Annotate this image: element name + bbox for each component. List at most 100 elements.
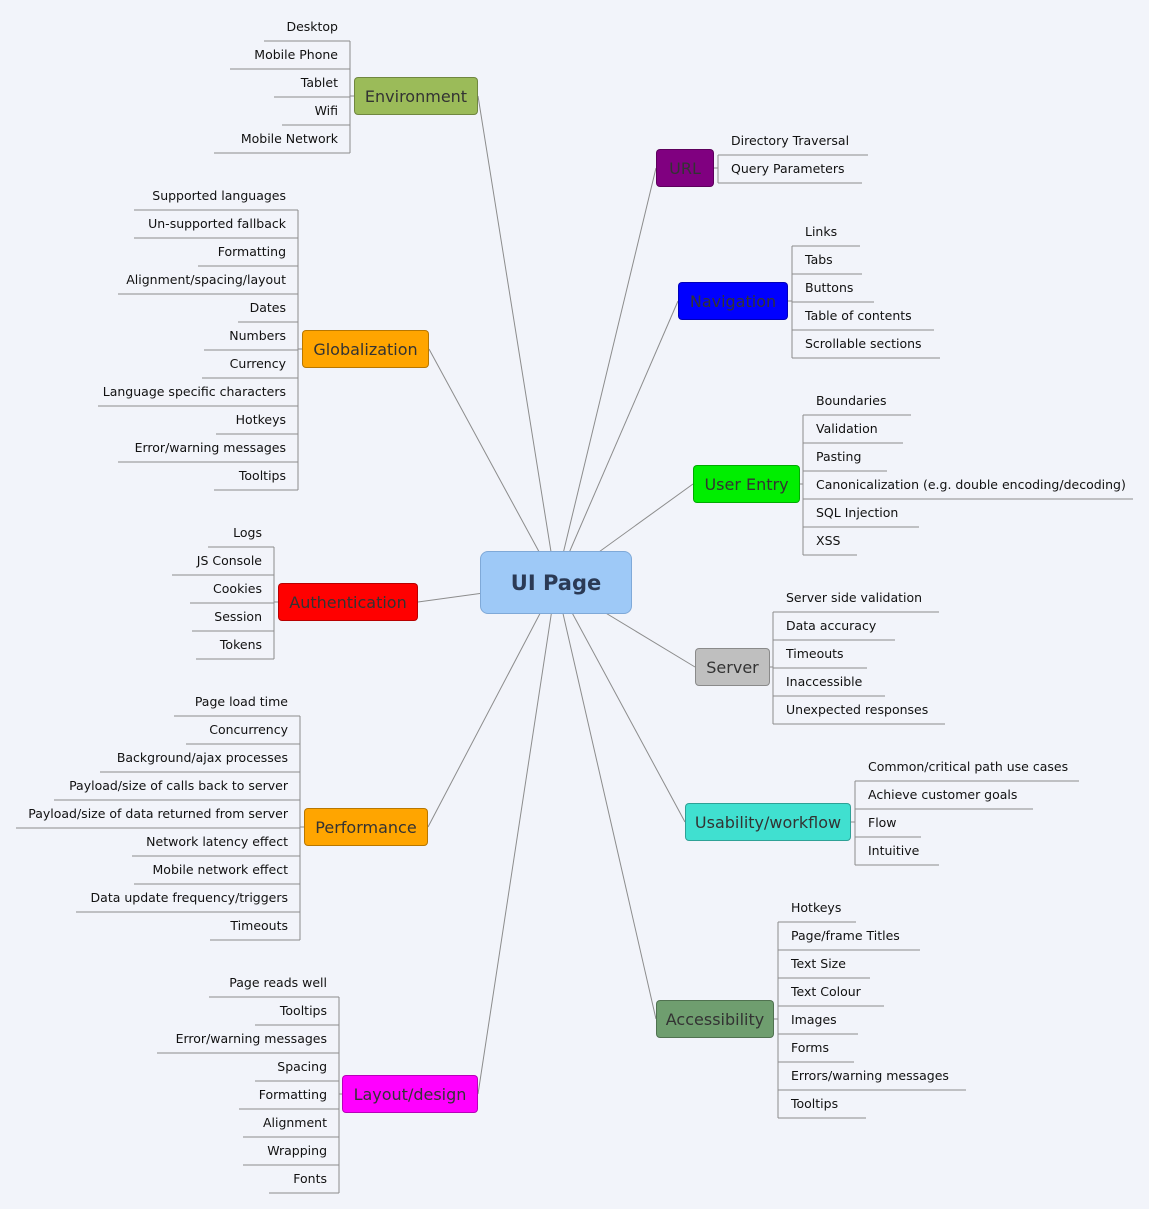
subtopic-authentication-4[interactable]: Session xyxy=(214,609,262,624)
subtopic-user-entry-1[interactable]: Boundaries xyxy=(816,393,887,408)
root-topic-ui-page[interactable]: UI Page xyxy=(480,551,632,614)
topic-user-entry[interactable]: User Entry xyxy=(693,465,800,503)
subtopic-user-entry-2[interactable]: Validation xyxy=(816,421,878,436)
topic-environment[interactable]: Environment xyxy=(354,77,478,115)
subtopic-navigation-5[interactable]: Scrollable sections xyxy=(805,336,922,351)
subtopic-environment-4[interactable]: Wifi xyxy=(314,103,338,118)
topic-label: Authentication xyxy=(289,592,407,612)
subtopic-accessibility-4[interactable]: Text Colour xyxy=(791,984,861,999)
subtopic-globalization-6[interactable]: Numbers xyxy=(229,328,286,343)
subtopic-performance-7[interactable]: Mobile network effect xyxy=(152,862,288,877)
subtopic-performance-2[interactable]: Concurrency xyxy=(209,722,288,737)
topic-layout-design[interactable]: Layout/design xyxy=(342,1075,478,1113)
topic-label: Navigation xyxy=(689,291,777,311)
topic-usability-workflow[interactable]: Usability/workflow xyxy=(685,803,851,841)
subtopic-server-3[interactable]: Timeouts xyxy=(786,646,844,661)
subtopic-layout-design-6[interactable]: Alignment xyxy=(262,1115,327,1130)
topic-navigation[interactable]: Navigation xyxy=(678,282,788,320)
root-topic-label: UI Page xyxy=(510,570,602,595)
topic-label: Globalization xyxy=(313,339,418,359)
subtopic-environment-3[interactable]: Tablet xyxy=(300,75,338,90)
subtopic-layout-design-4[interactable]: Spacing xyxy=(277,1059,327,1074)
connector-root-performance xyxy=(427,582,557,828)
subtopic-user-entry-6[interactable]: XSS xyxy=(816,533,841,548)
subtopic-performance-9[interactable]: Timeouts xyxy=(230,918,288,933)
subtopic-accessibility-5[interactable]: Images xyxy=(791,1012,837,1027)
connector-root-globalization xyxy=(428,348,557,584)
connector-root-environment xyxy=(477,95,557,584)
subtopic-performance-8[interactable]: Data update frequency/triggers xyxy=(90,890,288,905)
subtopic-layout-design-5[interactable]: Formatting xyxy=(258,1087,327,1102)
subtopic-server-5[interactable]: Unexpected responses xyxy=(786,702,929,717)
subtopic-authentication-5[interactable]: Tokens xyxy=(219,637,262,652)
subtopic-globalization-8[interactable]: Language specific characters xyxy=(102,384,286,399)
subtopic-performance-5[interactable]: Payload/size of data returned from serve… xyxy=(28,806,288,821)
subtopic-globalization-3[interactable]: Formatting xyxy=(217,244,286,259)
subtopic-navigation-2[interactable]: Tabs xyxy=(805,252,833,267)
subtopic-url-1[interactable]: Directory Traversal xyxy=(731,133,850,148)
topic-performance[interactable]: Performance xyxy=(304,808,428,846)
subtopic-layout-design-1[interactable]: Page reads well xyxy=(229,975,327,990)
subtopic-globalization-7[interactable]: Currency xyxy=(229,356,286,371)
subtopic-layout-design-7[interactable]: Wrapping xyxy=(267,1143,327,1158)
connector-root-layout-design xyxy=(477,582,557,1095)
subtopic-accessibility-8[interactable]: Tooltips xyxy=(791,1096,839,1111)
topic-server[interactable]: Server xyxy=(695,648,770,686)
connector-root-usability-workflow xyxy=(555,582,686,823)
subtopic-environment-1[interactable]: Desktop xyxy=(286,19,338,34)
topic-authentication[interactable]: Authentication xyxy=(278,583,418,621)
subtopic-server-2[interactable]: Data accuracy xyxy=(786,618,877,633)
topic-label: Layout/design xyxy=(353,1084,467,1104)
subtopic-globalization-2[interactable]: Un-supported fallback xyxy=(148,216,286,231)
subtopic-server-1[interactable]: Server side validation xyxy=(786,590,923,605)
subtopic-globalization-5[interactable]: Dates xyxy=(249,300,286,315)
topic-url[interactable]: URL xyxy=(656,149,714,187)
subtopic-accessibility-6[interactable]: Forms xyxy=(791,1040,830,1055)
subtopic-performance-1[interactable]: Page load time xyxy=(194,694,288,709)
subtopic-navigation-4[interactable]: Table of contents xyxy=(805,308,912,323)
subtopic-user-entry-3[interactable]: Pasting xyxy=(816,449,862,464)
subtopic-globalization-1[interactable]: Supported languages xyxy=(152,188,286,203)
subtopic-accessibility-7[interactable]: Errors/warning messages xyxy=(791,1068,949,1083)
subtopic-url-2[interactable]: Query Parameters xyxy=(731,161,845,176)
subtopic-usability-workflow-2[interactable]: Achieve customer goals xyxy=(868,787,1018,802)
topic-label: Performance xyxy=(315,817,417,837)
connector-root-navigation xyxy=(555,300,679,584)
subtopic-accessibility-1[interactable]: Hotkeys xyxy=(791,900,842,915)
subtopic-authentication-1[interactable]: Logs xyxy=(233,525,262,540)
topic-globalization[interactable]: Globalization xyxy=(302,330,429,368)
subtopic-usability-workflow-3[interactable]: Flow xyxy=(868,815,897,830)
subtopic-globalization-4[interactable]: Alignment/spacing/layout xyxy=(126,272,286,287)
subtopic-user-entry-5[interactable]: SQL Injection xyxy=(816,505,899,520)
subtopic-usability-workflow-1[interactable]: Common/critical path use cases xyxy=(868,759,1069,774)
topic-label: URL xyxy=(669,158,701,178)
subtopic-layout-design-8[interactable]: Fonts xyxy=(293,1171,327,1186)
subtopic-accessibility-2[interactable]: Page/frame Titles xyxy=(791,928,900,943)
topic-label: Accessibility xyxy=(665,1009,765,1029)
subtopic-globalization-10[interactable]: Error/warning messages xyxy=(134,440,286,455)
subtopic-accessibility-3[interactable]: Text Size xyxy=(791,956,846,971)
subtopic-globalization-9[interactable]: Hotkeys xyxy=(235,412,286,427)
subtopic-globalization-11[interactable]: Tooltips xyxy=(238,468,286,483)
subtopic-authentication-3[interactable]: Cookies xyxy=(213,581,262,596)
topic-label: Server xyxy=(706,657,759,677)
topic-label: Usability/workflow xyxy=(694,812,842,832)
subtopic-performance-6[interactable]: Network latency effect xyxy=(146,834,288,849)
topic-accessibility[interactable]: Accessibility xyxy=(656,1000,774,1038)
topic-label: User Entry xyxy=(704,474,789,494)
topic-label: Environment xyxy=(364,86,468,106)
subtopic-server-4[interactable]: Inaccessible xyxy=(786,674,863,689)
subtopic-authentication-2[interactable]: JS Console xyxy=(196,553,262,568)
subtopic-layout-design-2[interactable]: Tooltips xyxy=(279,1003,327,1018)
subtopic-environment-2[interactable]: Mobile Phone xyxy=(254,47,338,62)
subtopic-performance-3[interactable]: Background/ajax processes xyxy=(116,750,288,765)
subtopic-environment-5[interactable]: Mobile Network xyxy=(240,131,338,146)
subtopic-performance-4[interactable]: Payload/size of calls back to server xyxy=(69,778,288,793)
subtopic-usability-workflow-4[interactable]: Intuitive xyxy=(868,843,920,858)
subtopic-layout-design-3[interactable]: Error/warning messages xyxy=(175,1031,327,1046)
subtopic-navigation-3[interactable]: Buttons xyxy=(805,280,854,295)
subtopic-user-entry-4[interactable]: Canonicalization (e.g. double encoding/d… xyxy=(816,477,1126,492)
subtopic-navigation-1[interactable]: Links xyxy=(805,224,838,239)
connector-root-url xyxy=(555,167,657,584)
